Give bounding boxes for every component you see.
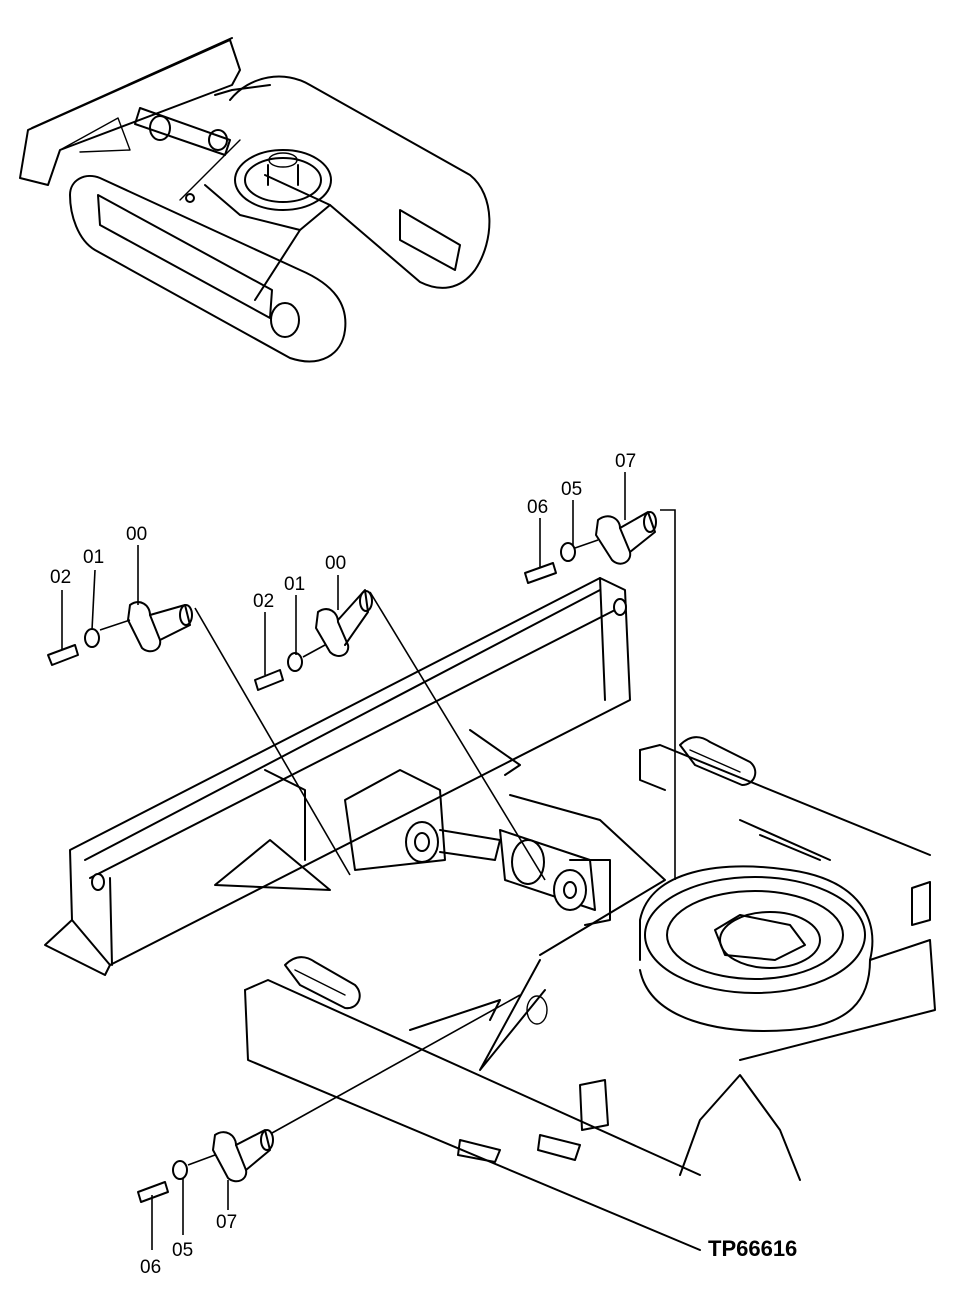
callout-pin-lower-left: 07 xyxy=(216,1212,237,1233)
callout-pin-upper-right: 07 xyxy=(615,451,636,472)
callout-bolt-lower-left: 06 xyxy=(140,1257,161,1278)
callout-bolt-left: 02 xyxy=(50,567,71,588)
callout-washer-lower-left: 05 xyxy=(172,1240,193,1261)
undercarriage-overview-icon xyxy=(19,37,491,363)
callout-pin-center: 00 xyxy=(325,553,346,574)
callout-washer-left: 01 xyxy=(83,547,104,568)
callout-bolt-center: 02 xyxy=(253,591,274,612)
upper-right-hardware-group xyxy=(524,472,676,880)
callout-washer-upper-right: 05 xyxy=(561,479,582,500)
drawing-code: TP66616 xyxy=(708,1236,797,1261)
lower-left-hardware-group xyxy=(137,994,521,1250)
callout-washer-center: 01 xyxy=(284,574,305,595)
callout-pin-left: 00 xyxy=(126,524,147,545)
callout-bolt-upper-right: 06 xyxy=(527,497,548,518)
left-hardware-group xyxy=(47,545,351,876)
blade-assembly-icon xyxy=(44,577,936,1251)
center-hardware-group xyxy=(254,575,546,881)
